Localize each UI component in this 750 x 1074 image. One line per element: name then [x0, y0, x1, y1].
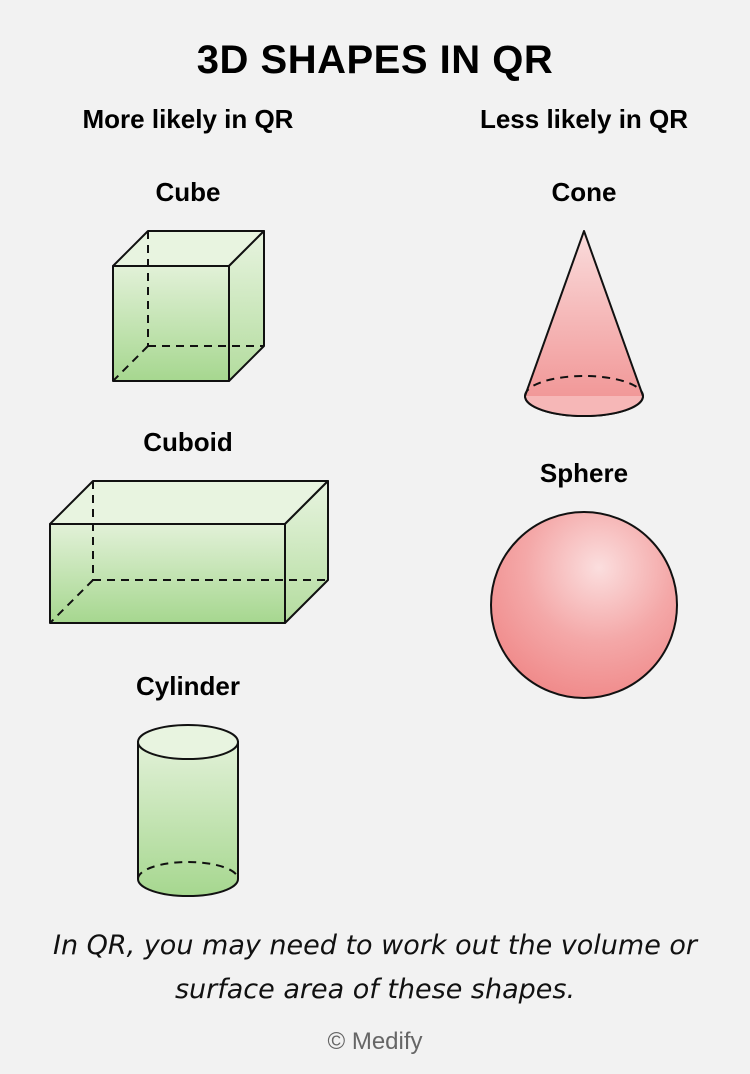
cone-label: Cone — [551, 177, 617, 207]
page-title: 3D SHAPES IN QR — [196, 38, 554, 82]
cuboid-shape — [49, 480, 329, 624]
caption-text: In QR, you may need to work out the volu… — [52, 930, 698, 1005]
sphere-shape — [490, 511, 678, 699]
cube-label: Cube — [155, 177, 221, 207]
cube-shape — [112, 230, 265, 382]
cone-shape — [524, 230, 644, 417]
cylinder-shape — [137, 724, 239, 897]
less-likely-heading: Less likely in QR — [479, 104, 689, 134]
cuboid-label: Cuboid — [143, 427, 233, 457]
more-likely-heading: More likely in QR — [82, 104, 294, 134]
sphere-label: Sphere — [539, 458, 629, 488]
copyright-credit: © Medify — [327, 1028, 423, 1055]
cylinder-label: Cylinder — [135, 671, 241, 701]
